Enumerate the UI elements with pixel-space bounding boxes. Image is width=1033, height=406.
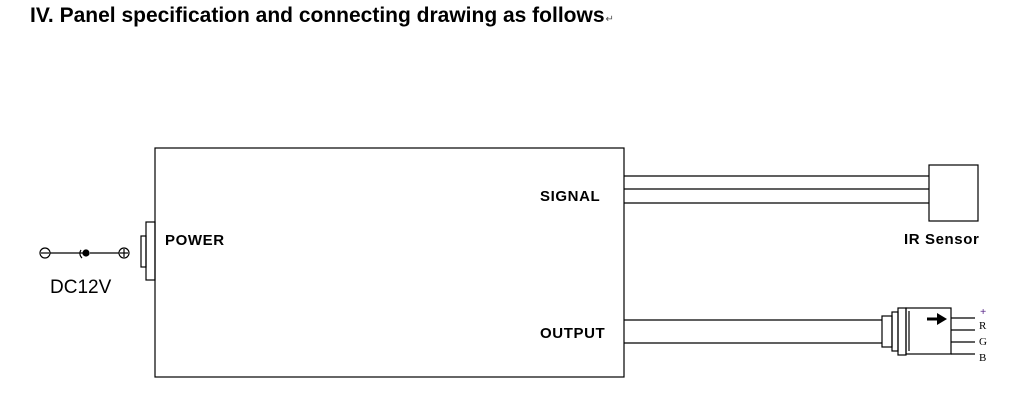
pin-label-plus: + — [980, 306, 986, 318]
power-label: POWER — [165, 232, 225, 249]
plus-terminal-icon — [118, 247, 130, 259]
pin-label-b: B — [979, 352, 986, 364]
signal-cable — [624, 175, 929, 204]
dc-polarity-symbol — [39, 247, 130, 259]
rgb-connector — [881, 307, 975, 356]
controller-box — [154, 147, 625, 378]
power-jack-outer — [145, 221, 156, 281]
ir-sensor-label: IR Sensor — [904, 231, 979, 248]
section-heading: IV. Panel specification and connecting d… — [30, 4, 614, 28]
section-heading-text: IV. Panel specification and connecting d… — [30, 4, 605, 27]
signal-label: SIGNAL — [540, 188, 600, 205]
output-cable — [624, 319, 882, 344]
pin-label-r: R — [979, 320, 987, 332]
dc-voltage-label: DC12V — [50, 277, 112, 298]
paragraph-mark: ↵ — [605, 14, 614, 25]
center-pin-icon — [82, 249, 90, 257]
output-label: OUTPUT — [540, 325, 605, 342]
power-jack-inner — [140, 235, 147, 268]
ir-sensor-box — [928, 164, 979, 222]
pin-label-g: G — [979, 336, 987, 348]
